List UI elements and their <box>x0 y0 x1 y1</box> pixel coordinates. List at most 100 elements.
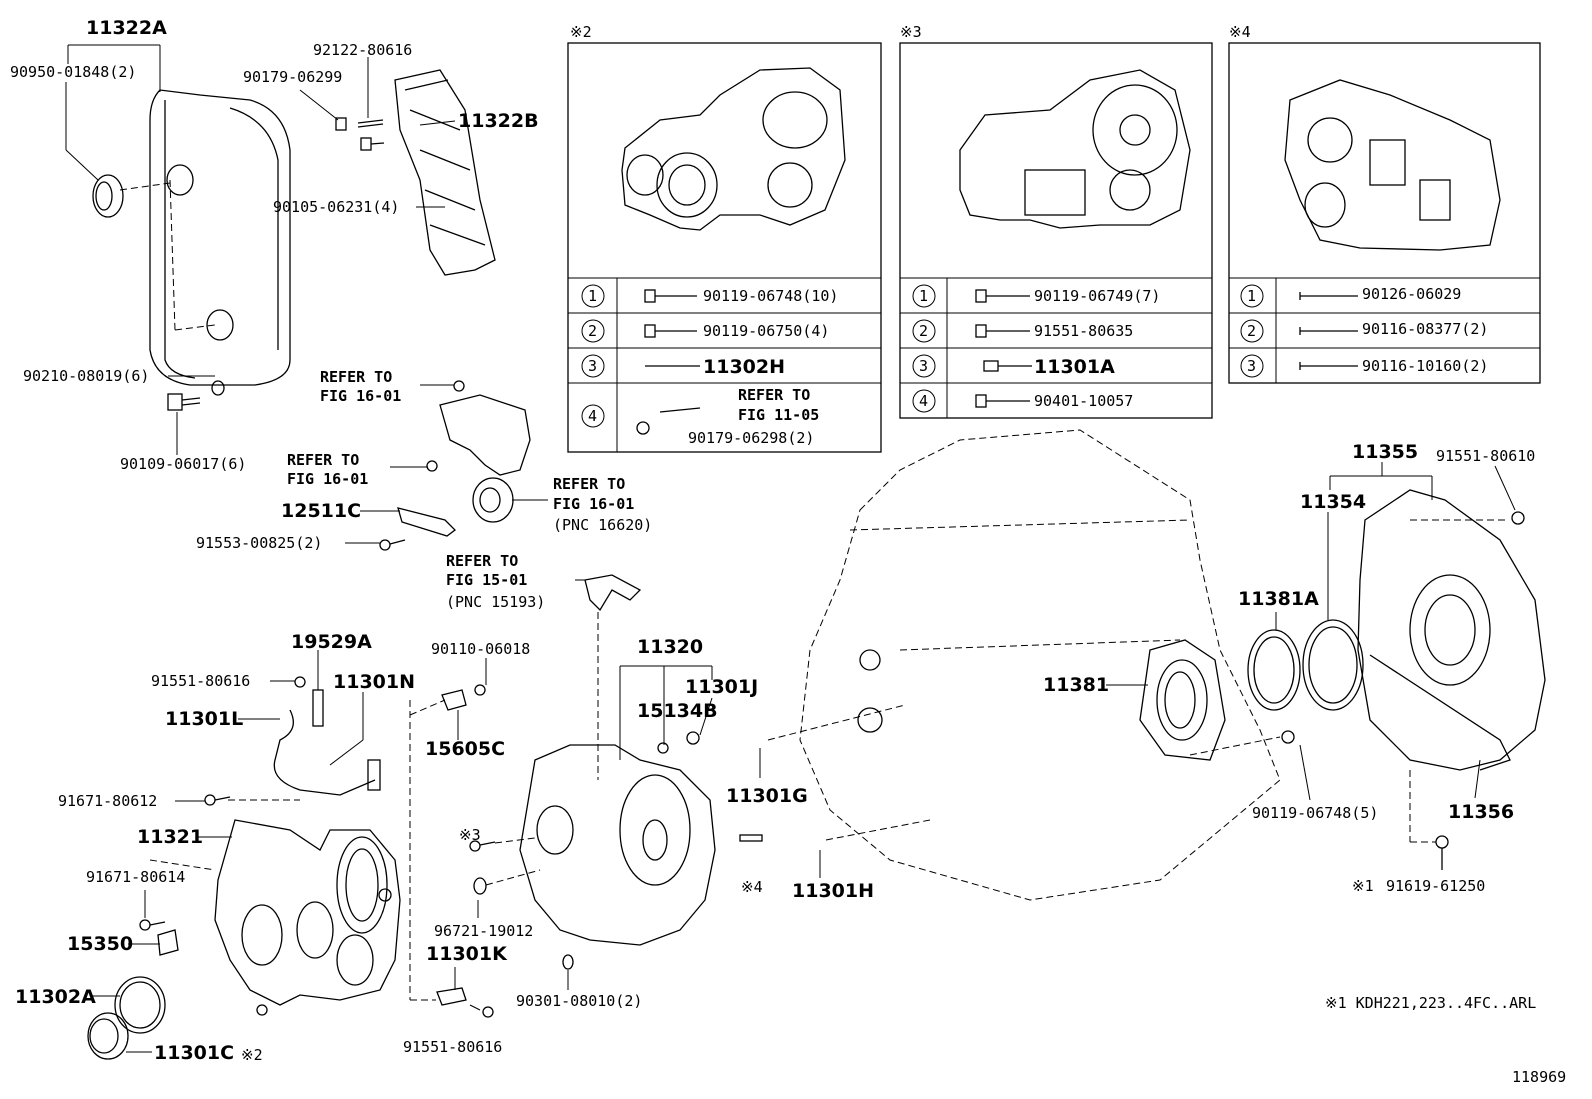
inset-2-drawing <box>621 67 846 231</box>
svg-text:1: 1 <box>1247 287 1256 305</box>
grommet[interactable] <box>92 174 124 218</box>
callout-91671b: 91671-80614 <box>86 868 185 886</box>
refer-to-i: FIG 15-01 <box>446 571 527 589</box>
svg-text:3: 3 <box>919 357 928 375</box>
mark-4-center: ※4 <box>741 878 763 896</box>
callout-11301C: 11301C <box>154 1042 234 1064</box>
callout-11321: 11321 <box>137 826 203 848</box>
callout-11320: 11320 <box>637 636 703 658</box>
callout-90105: 90105-06231(4) <box>273 198 399 216</box>
footnote: ※1 KDH221,223..4FC..ARL <box>1325 994 1536 1012</box>
engine-block[interactable] <box>799 429 1281 901</box>
callout-91551c: 91551-80610 <box>1436 447 1535 465</box>
callout-90950: 90950-01848(2) <box>10 63 136 81</box>
dashed-assembly-lines <box>149 519 1505 1001</box>
refer-to-d: FIG 16-01 <box>287 470 368 488</box>
callout-11381: 11381 <box>1043 674 1109 696</box>
figure-id: 118969 <box>1512 1068 1566 1086</box>
callout-19529A: 19529A <box>291 631 372 653</box>
refer-to-f: FIG 16-01 <box>553 495 634 513</box>
svg-text:4: 4 <box>919 392 928 410</box>
callout-90179a: 90179-06299 <box>243 68 342 86</box>
rear-oil-seals[interactable] <box>1247 619 1364 711</box>
svg-text:2: 2 <box>588 322 597 340</box>
svg-text:3: 3 <box>1247 357 1256 375</box>
inset-2-mark: ※2 <box>570 23 592 41</box>
timing-cover-no1[interactable] <box>119 89 291 386</box>
refer-to-a: REFER TO <box>320 368 392 386</box>
callout-15134B: 15134B <box>637 700 718 722</box>
svg-text:1: 1 <box>588 287 597 305</box>
callout-11322B: 11322B <box>458 110 539 132</box>
callout-90110: 90110-06018 <box>431 640 530 658</box>
inset-4-mark: ※4 <box>1229 23 1251 41</box>
inset-4-row-1: 90126-06029 <box>1362 285 1461 303</box>
bolts-lower-left[interactable] <box>167 380 225 411</box>
callout-15605C: 15605C <box>425 738 505 760</box>
callout-11301J: 11301J <box>685 676 758 698</box>
svg-text:2: 2 <box>919 322 928 340</box>
callout-92122: 92122-80616 <box>313 41 412 59</box>
callout-96721: 96721-19012 <box>434 922 533 940</box>
callout-11301K: 11301K <box>426 943 508 965</box>
callout-11322A: 11322A <box>86 17 167 39</box>
rear-oil-seal-retainer[interactable] <box>1139 639 1226 761</box>
callout-11381A: 11381A <box>1238 588 1319 610</box>
callout-labels: 11322A 90950-01848(2) 92122-80616 90179-… <box>10 17 1566 1086</box>
inset-2-row-4: 90179-06298(2) <box>688 429 814 447</box>
inset-4: ※4 1 2 3 90126-06029 90116-08377(2) 9011… <box>1228 23 1541 384</box>
bolt-stud[interactable] <box>335 117 385 151</box>
callout-91619: 91619-61250 <box>1386 877 1485 895</box>
callout-11301N: 11301N <box>333 671 415 693</box>
svg-text:REFER TO: REFER TO <box>738 386 810 404</box>
refer-to-j: (PNC 15193) <box>446 593 545 611</box>
callout-90210: 90210-08019(6) <box>23 367 149 385</box>
inset-3-row-1: 90119-06749(7) <box>1034 287 1160 305</box>
callout-11301L: 11301L <box>165 708 243 730</box>
refer-to-e: REFER TO <box>553 475 625 493</box>
inset-3: ※3 1 2 3 4 90119-06749(7) 91551-80635 11… <box>899 23 1213 419</box>
timing-gear-housing[interactable] <box>436 574 763 1018</box>
callout-91551b: 91551-80616 <box>403 1038 502 1056</box>
inset-4-drawing <box>1284 79 1501 251</box>
inset-2-row-3: 11302H <box>703 356 785 378</box>
refer-to-c: REFER TO <box>287 451 359 469</box>
callout-91551a: 91551-80616 <box>151 672 250 690</box>
callout-11356: 11356 <box>1448 801 1514 823</box>
inset-2-row-2: 90119-06750(4) <box>703 322 829 340</box>
callout-91553: 91553-00825(2) <box>196 534 322 552</box>
inset-2-row-1: 90119-06748(10) <box>703 287 838 305</box>
inset-3-drawing <box>959 69 1191 229</box>
idler-bracket[interactable] <box>379 380 531 551</box>
callout-90301: 90301-08010(2) <box>516 992 642 1010</box>
mark-3-center: ※3 <box>459 826 481 844</box>
callout-91671a: 91671-80612 <box>58 792 157 810</box>
mark-2-bottom: ※2 <box>241 1046 263 1064</box>
svg-text:1: 1 <box>919 287 928 305</box>
svg-text:2: 2 <box>1247 322 1256 340</box>
sensor-harness[interactable] <box>139 676 381 1016</box>
callout-11355: 11355 <box>1352 441 1418 463</box>
inset-3-row-2: 91551-80635 <box>1034 322 1133 340</box>
callout-15350: 15350 <box>67 933 133 955</box>
refer-to-h: REFER TO <box>446 552 518 570</box>
inset-4-row-3: 90116-10160(2) <box>1362 357 1488 375</box>
callout-90109: 90109-06017(6) <box>120 455 246 473</box>
callout-11302A: 11302A <box>15 986 96 1008</box>
oil-seals-left[interactable] <box>87 976 166 1060</box>
callout-11301G: 11301G <box>726 785 808 807</box>
callout-90119: 90119-06748(5) <box>1252 804 1378 822</box>
timing-gear-case[interactable] <box>214 819 401 1006</box>
rear-end-plate[interactable] <box>1281 489 1546 870</box>
callout-11354: 11354 <box>1300 491 1366 513</box>
callout-12511C: 12511C <box>281 500 361 522</box>
callout-11301H: 11301H <box>792 880 874 902</box>
timing-cover-no2[interactable] <box>394 69 496 276</box>
inset-2: ※2 1 2 3 4 90119-06748(10) 90119-06750(4… <box>567 23 882 453</box>
inset-3-row-4: 90401-10057 <box>1034 392 1133 410</box>
mark-1-right: ※1 <box>1352 877 1374 895</box>
svg-text:FIG 11-05: FIG 11-05 <box>738 406 819 424</box>
refer-to-g: (PNC 16620) <box>553 516 652 534</box>
